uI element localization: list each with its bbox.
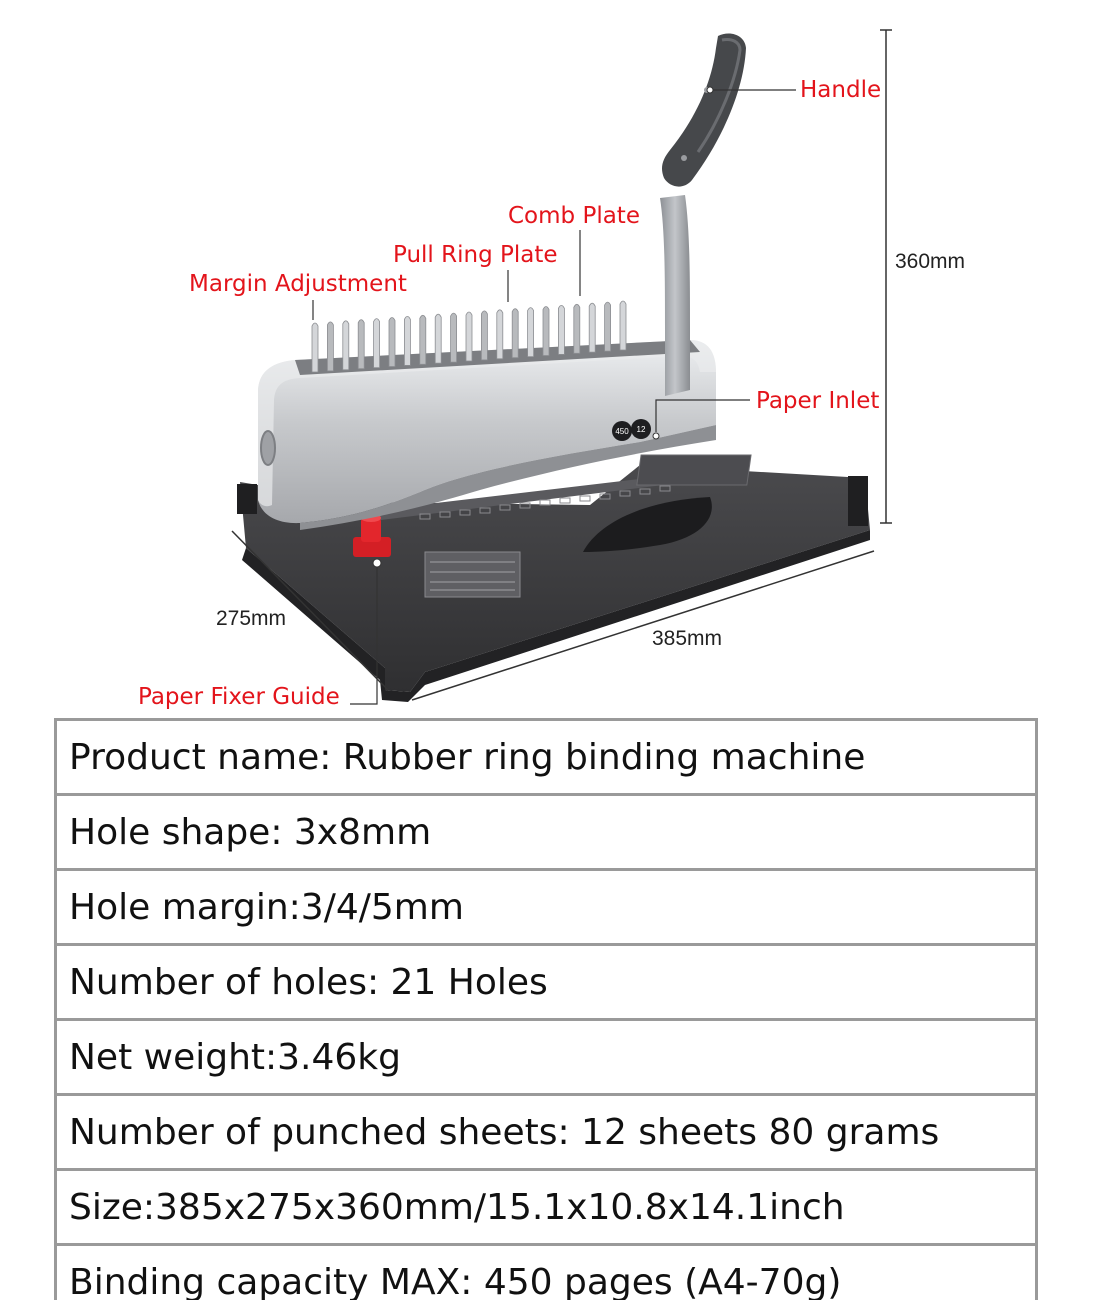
comb-tooth — [373, 318, 380, 368]
comb-teeth — [311, 300, 627, 373]
comb-tooth — [558, 305, 565, 355]
spec-row: Number of punched sheets: 12 sheets 80 g… — [54, 1093, 1038, 1171]
spec-table: Product name: Rubber ring binding machin… — [54, 718, 1038, 1300]
comb-tooth — [481, 310, 488, 361]
callout-paper-fixer-guide: Paper Fixer Guide — [138, 684, 340, 710]
handle-rivet — [681, 155, 687, 161]
comb-tooth — [434, 313, 442, 364]
comb-tooth — [450, 312, 457, 363]
dimension-lines — [231, 29, 892, 701]
spec-product-name: Product name: Rubber ring binding machin… — [54, 718, 1038, 796]
comb-tooth — [465, 311, 473, 362]
badge-450 — [612, 421, 632, 441]
binding-machine-diagram: 450 12 Handle Comb Plate Pull Ring Plate… — [138, 29, 965, 710]
spec-number-of-holes: Number of holes: 21 Holes — [54, 943, 1038, 1021]
lever-arm — [660, 195, 690, 396]
spec-size: Size:385x275x360mm/15.1x10.8x14.1inch — [54, 1168, 1038, 1246]
comb-tooth — [527, 307, 534, 357]
badge-12 — [631, 419, 651, 439]
comb-tooth — [311, 322, 319, 373]
spec-row: Product name: Rubber ring binding machin… — [54, 718, 1038, 796]
comb-tooth — [404, 316, 411, 366]
paper-fixer-guide-leader — [350, 565, 378, 705]
finger-grip — [583, 497, 712, 552]
width-dimension-line — [411, 550, 875, 701]
spec-row: Hole shape: 3x8mm — [54, 793, 1038, 871]
callout-leaders — [312, 89, 796, 705]
depth-dimension-line — [231, 530, 389, 691]
callout-handle: Handle — [800, 77, 881, 103]
callout-comb-plate: Comb Plate — [508, 203, 640, 229]
comb-tooth — [419, 314, 427, 365]
spec-hole-margin: Hole margin:3/4/5mm — [54, 868, 1038, 946]
comb-tooth — [573, 303, 581, 354]
spec-punched-sheets: Number of punched sheets: 12 sheets 80 g… — [54, 1093, 1038, 1171]
dimension-height: 360mm — [895, 250, 965, 273]
base-foot — [237, 484, 257, 514]
spec-row: Net weight:3.46kg — [54, 1018, 1038, 1096]
spec-binding-capacity: Binding capacity MAX: 450 pages (A4-70g) — [54, 1243, 1038, 1300]
paper-fixer-marker — [372, 558, 382, 568]
callout-margin-adjustment: Margin Adjustment — [189, 271, 407, 297]
spec-hole-shape: Hole shape: 3x8mm — [54, 793, 1038, 871]
handle-marker — [706, 86, 714, 94]
dimension-width: 385mm — [652, 627, 722, 650]
spec-net-weight: Net weight:3.46kg — [54, 1018, 1038, 1096]
base-label — [636, 454, 752, 486]
badge-450-label: 450 — [615, 427, 629, 436]
comb-tooth — [357, 319, 365, 370]
paper-inlet-leader — [655, 399, 750, 432]
comb-tooth — [342, 320, 350, 371]
paper-fixer-guide-knob[interactable] — [353, 514, 391, 557]
base-foot — [848, 476, 868, 526]
end-cap — [260, 430, 276, 466]
base-plate — [240, 465, 870, 692]
paper-inlet-marker — [652, 432, 660, 440]
comb-tooth — [511, 308, 519, 359]
callout-paper-inlet: Paper Inlet — [756, 388, 879, 414]
spec-row: Size:385x275x360mm/15.1x10.8x14.1inch — [54, 1168, 1038, 1246]
comb-tooth — [588, 302, 596, 353]
handle-grip[interactable] — [662, 33, 746, 187]
dimension-depth: 275mm — [216, 607, 286, 630]
spec-row: Binding capacity MAX: 450 pages (A4-70g) — [54, 1243, 1038, 1300]
silver-body — [258, 340, 716, 524]
comb-tooth — [619, 300, 627, 351]
callout-pull-ring-plate: Pull Ring Plate — [393, 242, 558, 268]
badge-12-label: 12 — [637, 425, 646, 434]
comb-tooth — [496, 309, 504, 360]
comb-tooth — [604, 301, 611, 352]
comb-tooth — [542, 306, 550, 356]
hole-markers — [419, 485, 671, 520]
spec-row: Number of holes: 21 Holes — [54, 943, 1038, 1021]
machine-illustration: 450 12 — [237, 33, 870, 702]
spec-row: Hole margin:3/4/5mm — [54, 868, 1038, 946]
comb-tooth — [327, 321, 334, 372]
comb-tooth — [388, 317, 396, 367]
